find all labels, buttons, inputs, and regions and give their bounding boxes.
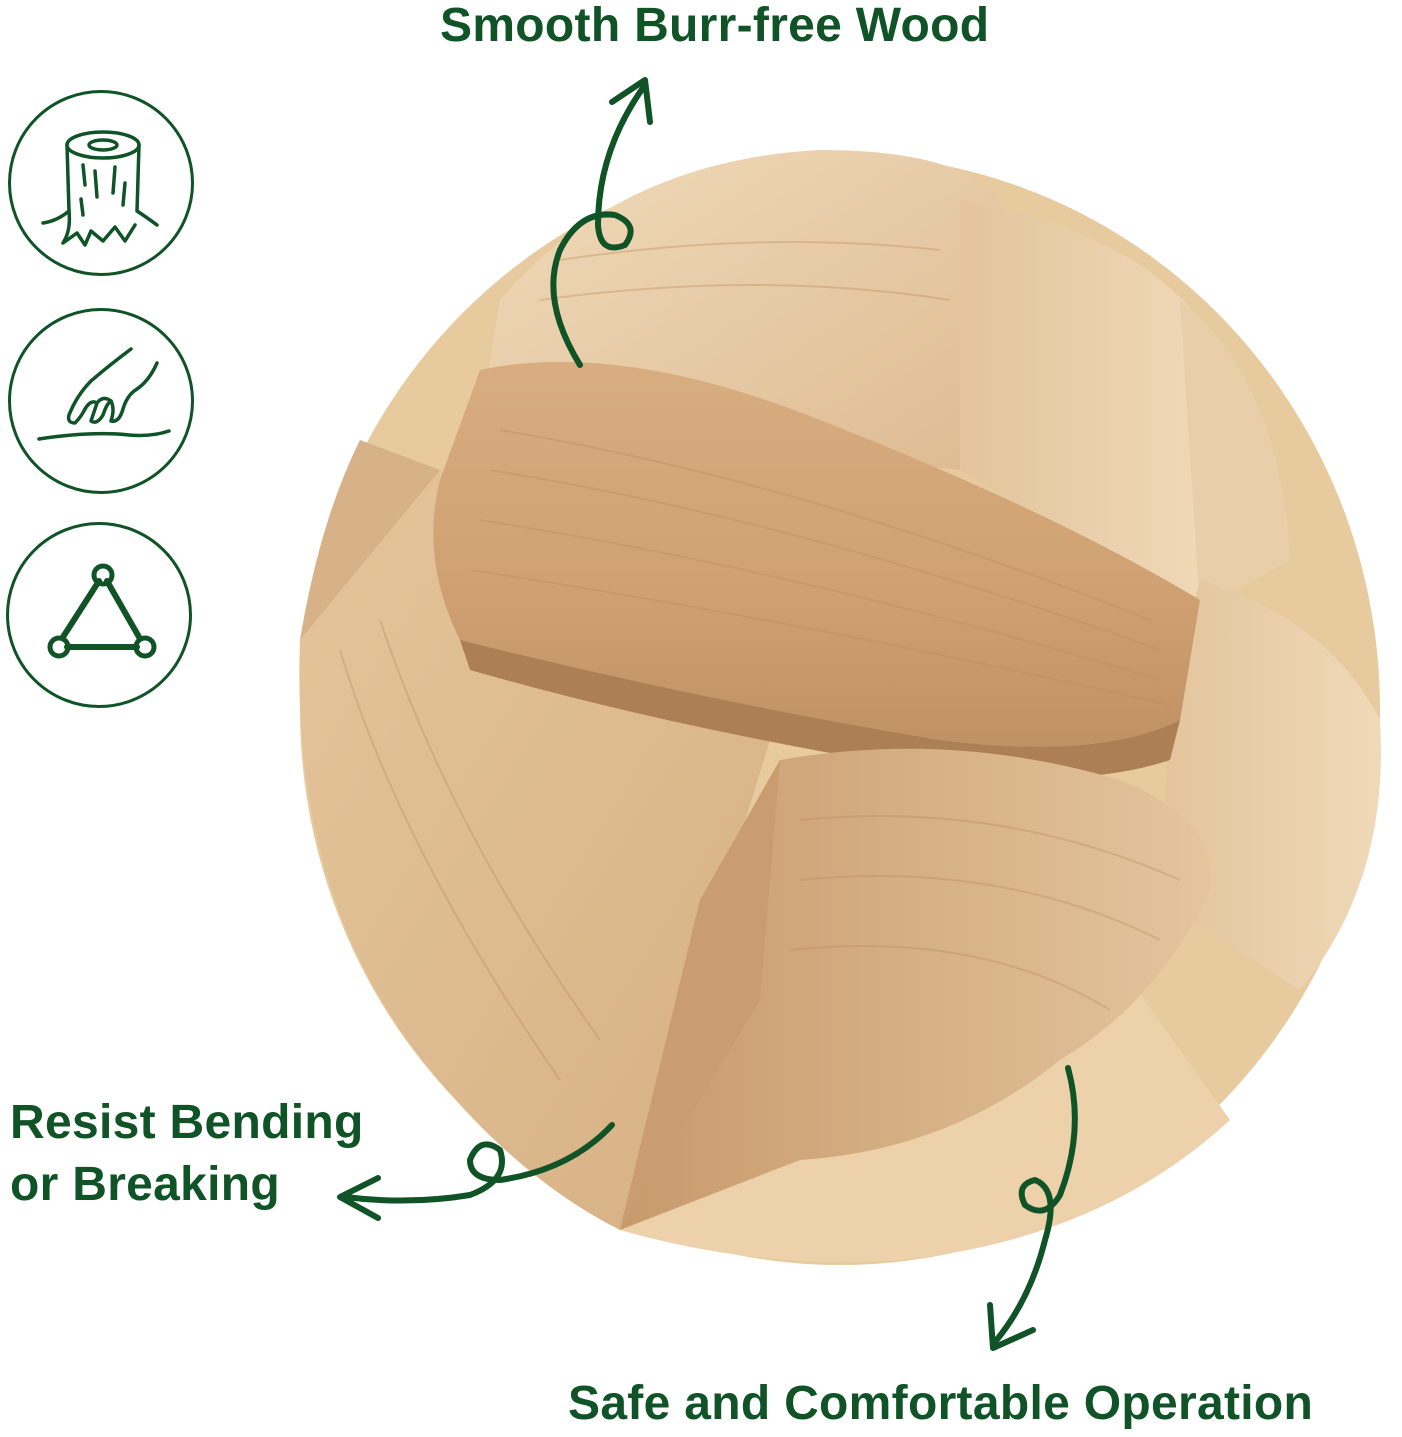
caption-resist-bending: Resist Bending or Breaking xyxy=(10,1092,364,1216)
triangle-structure-icon xyxy=(6,522,192,708)
arrow-left xyxy=(342,1122,615,1204)
arrow-bottom xyxy=(992,1065,1078,1345)
caption-safe-operation: Safe and Comfortable Operation xyxy=(568,1377,1314,1430)
right-slab xyxy=(1160,580,1381,990)
tree-stump-icon xyxy=(8,90,194,276)
arrow-top xyxy=(550,82,648,368)
caption-smooth-wood: Smooth Burr-free Wood xyxy=(440,0,990,52)
caption-resist-bending-line2: or Breaking xyxy=(10,1158,281,1211)
caption-resist-bending-line1: Resist Bending xyxy=(10,1096,364,1149)
front-bar xyxy=(433,361,1200,747)
hand-touching-surface-icon xyxy=(8,308,194,494)
upper-right-slab xyxy=(960,200,1210,620)
